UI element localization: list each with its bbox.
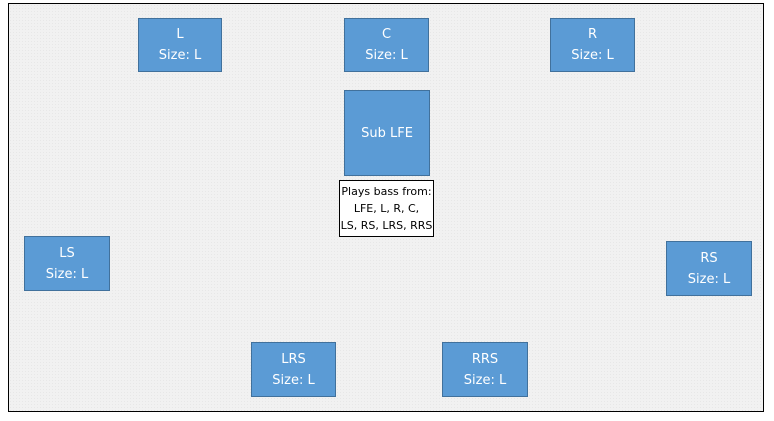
- speaker-front-right[interactable]: R Size: L: [550, 18, 635, 72]
- speaker-center[interactable]: C Size: L: [344, 18, 429, 72]
- speaker-left-rear-surround[interactable]: LRS Size: L: [251, 342, 336, 397]
- speaker-left-rear-surround-size: Size: L: [272, 372, 315, 388]
- speaker-right-rear-surround-size: Size: L: [463, 372, 507, 388]
- speaker-center-name: C: [381, 27, 392, 42]
- speaker-right-rear-surround[interactable]: RRS Size: L: [442, 342, 528, 397]
- speaker-front-right-name: R: [587, 27, 598, 42]
- speaker-left-surround[interactable]: LS Size: L: [24, 236, 110, 291]
- speaker-right-rear-surround-name: RRS: [471, 351, 499, 367]
- speaker-center-size: Size: L: [365, 48, 408, 63]
- speaker-left-surround-size: Size: L: [45, 266, 89, 282]
- speaker-right-surround-size: Size: L: [687, 271, 731, 287]
- bass-note-line-2: LFE, L, R, C,: [353, 202, 420, 215]
- speaker-front-left-name: L: [176, 27, 184, 42]
- speaker-right-surround-name: RS: [700, 250, 718, 266]
- bass-note-line-3: LS, RS, LRS, RRS: [340, 219, 433, 232]
- speaker-front-right-size: Size: L: [571, 48, 614, 63]
- speaker-left-rear-surround-name: LRS: [281, 351, 306, 367]
- speaker-layout-canvas: L Size: L C Size: L R Size: L Sub LFE Pl…: [8, 3, 764, 412]
- bass-routing-note: Plays bass from: LFE, L, R, C, LS, RS, L…: [339, 180, 434, 237]
- speaker-front-left-size: Size: L: [158, 48, 202, 63]
- speaker-left-surround-name: LS: [59, 245, 75, 261]
- speaker-subwoofer-lfe[interactable]: Sub LFE: [344, 90, 430, 176]
- speaker-front-left[interactable]: L Size: L: [138, 18, 222, 72]
- speaker-right-surround[interactable]: RS Size: L: [666, 241, 752, 296]
- speaker-subwoofer-name: Sub LFE: [361, 125, 413, 141]
- bass-note-line-1: Plays bass from:: [341, 185, 432, 198]
